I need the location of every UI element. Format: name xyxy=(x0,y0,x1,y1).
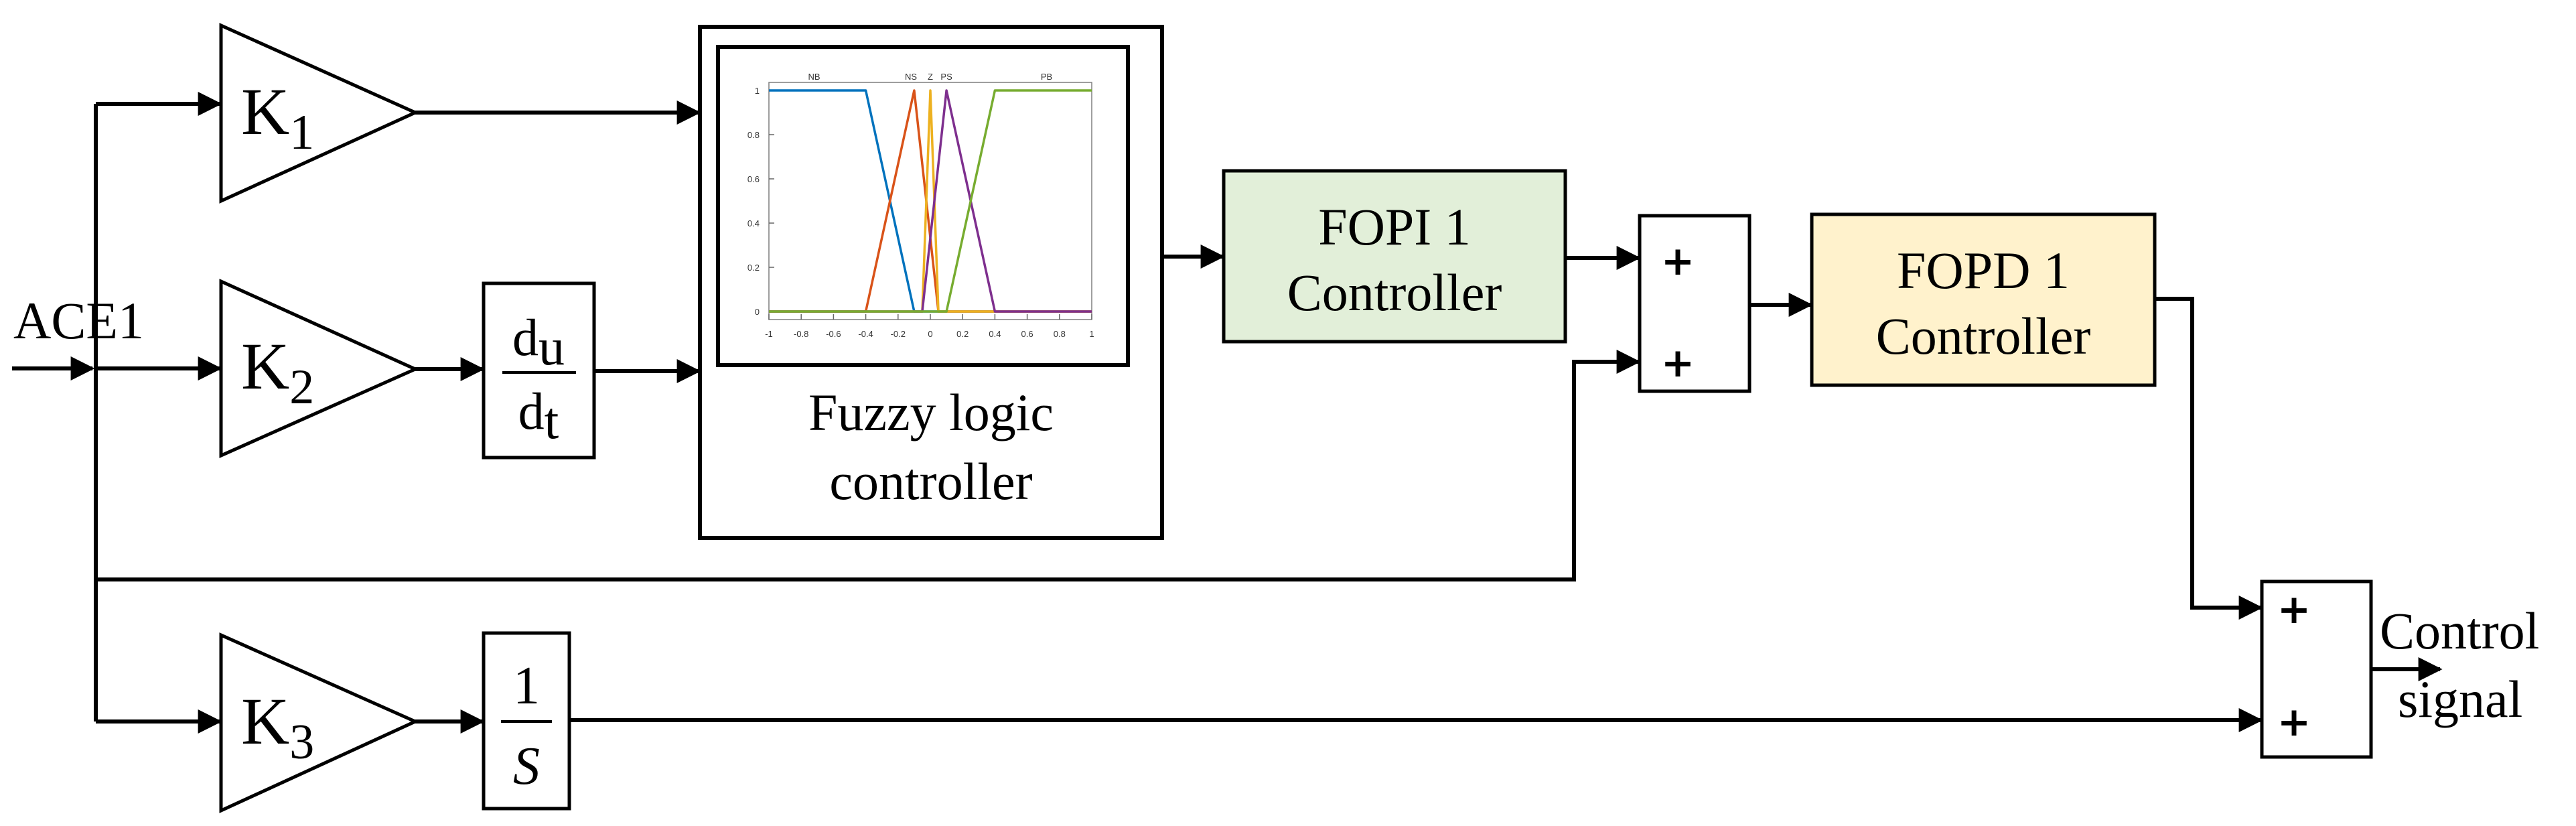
x-tick-label: 1 xyxy=(1089,329,1094,339)
sum1-box xyxy=(1638,214,1751,393)
mf-label-ps: PS xyxy=(940,72,952,82)
flc-label-line2: controller xyxy=(829,452,1032,510)
gain-k3-letter: K xyxy=(241,684,289,758)
x-tick-label: -0.2 xyxy=(891,329,906,339)
sum2-box xyxy=(2260,579,2373,759)
mf-label-ns: NS xyxy=(905,72,917,82)
derivative-block: du dt xyxy=(482,281,596,460)
gain-k2-subscript: 2 xyxy=(289,360,314,415)
fuzzy-logic-controller: -1 -0.8 -0.6 -0.4 -0.2 0 0.2 0.4 0.6 0.8 1 0 0.2 0.4 0… xyxy=(698,25,1164,540)
wire-fopd-to-sum2 xyxy=(2155,297,2263,620)
wire-feedforward-to-sum1 xyxy=(96,350,1641,581)
y-tick-label: 0.6 xyxy=(747,174,760,184)
mf-line-pb xyxy=(769,89,1092,313)
sum2-sign-bottom: + xyxy=(2277,699,2311,746)
x-tick-label: -0.4 xyxy=(858,329,873,339)
gain-k3: K3 xyxy=(219,632,420,813)
gain-k3-triangle xyxy=(219,632,420,813)
gain-k2-letter: K xyxy=(241,329,289,403)
gain-k1-subscript: 1 xyxy=(289,105,314,160)
fopd-label-line2: Controller xyxy=(1876,307,2091,365)
x-tick-label: 0.6 xyxy=(1021,329,1033,339)
mf-label-nb: NB xyxy=(808,72,820,82)
x-tick-label: -1 xyxy=(765,329,773,339)
svg-text:K1: K1 xyxy=(241,74,314,160)
membership-function-plot: -1 -0.8 -0.6 -0.4 -0.2 0 0.2 0.4 0.6 0.8 1 0 0.2 0.4 0… xyxy=(747,72,1094,339)
sum1-sign-bottom: + xyxy=(1661,340,1695,387)
gain-k2-triangle xyxy=(219,279,420,458)
fopi-label-line2: Controller xyxy=(1287,263,1502,322)
x-tick-label: -0.6 xyxy=(826,329,841,339)
y-tick-label: 0.4 xyxy=(747,218,760,228)
fopi-controller: FOPI 1 Controller xyxy=(1222,169,1567,344)
derivative-numerator-d: d xyxy=(512,308,539,366)
y-tick-label: 0.2 xyxy=(747,263,760,273)
flc-label-line1: Fuzzy logic xyxy=(808,383,1054,441)
fopi-box xyxy=(1222,169,1567,344)
input-label: ACE1 xyxy=(13,291,144,350)
derivative-denominator-d: d xyxy=(518,382,545,440)
gain-k3-subscript: 3 xyxy=(289,715,314,770)
x-tick-label: 0.2 xyxy=(956,329,969,339)
x-tick-label: -0.8 xyxy=(794,329,808,339)
mf-label-z: Z xyxy=(928,72,933,82)
output-label-line2: signal xyxy=(2398,670,2522,728)
derivative-denominator-subscript: t xyxy=(545,391,559,450)
sum2-sign-top: + xyxy=(2277,586,2311,633)
gain-k2: K2 xyxy=(219,279,420,458)
signal-wires xyxy=(12,92,2443,734)
svg-text:dt: dt xyxy=(518,382,559,450)
x-tick-label: 0.8 xyxy=(1054,329,1066,339)
x-tick-label: 0.4 xyxy=(989,329,1001,339)
svg-text:K3: K3 xyxy=(241,684,314,770)
flc-plot-frame xyxy=(716,45,1130,367)
fopd-label-line1: FOPD 1 xyxy=(1897,241,2070,299)
gain-k1: K1 xyxy=(219,23,420,204)
integrator-block: 1 S xyxy=(482,631,571,811)
summing-junction-1: + + xyxy=(1638,214,1751,393)
mf-label-pb: PB xyxy=(1041,72,1052,82)
summing-junction-2: + + xyxy=(2260,579,2373,759)
svg-text:K2: K2 xyxy=(241,329,314,415)
fopi-label-line1: FOPI 1 xyxy=(1318,198,1471,256)
svg-text:du: du xyxy=(512,308,565,376)
output-label-line1: Control xyxy=(2380,602,2539,660)
integrator-numerator: 1 xyxy=(513,657,540,715)
derivative-box xyxy=(482,281,596,460)
sum1-sign-top: + xyxy=(1661,238,1695,285)
y-tick-label: 1 xyxy=(755,86,760,96)
x-tick-label: 0 xyxy=(928,329,932,339)
fopd-box xyxy=(1810,212,2157,387)
gain-k1-triangle xyxy=(219,23,420,204)
integrator-denominator: S xyxy=(513,737,540,796)
derivative-numerator-subscript: u xyxy=(539,318,565,376)
fopd-controller: FOPD 1 Controller xyxy=(1810,212,2157,387)
y-tick-label: 0 xyxy=(755,307,760,317)
y-tick-label: 0.8 xyxy=(747,130,760,140)
gain-k1-letter: K xyxy=(241,74,289,149)
